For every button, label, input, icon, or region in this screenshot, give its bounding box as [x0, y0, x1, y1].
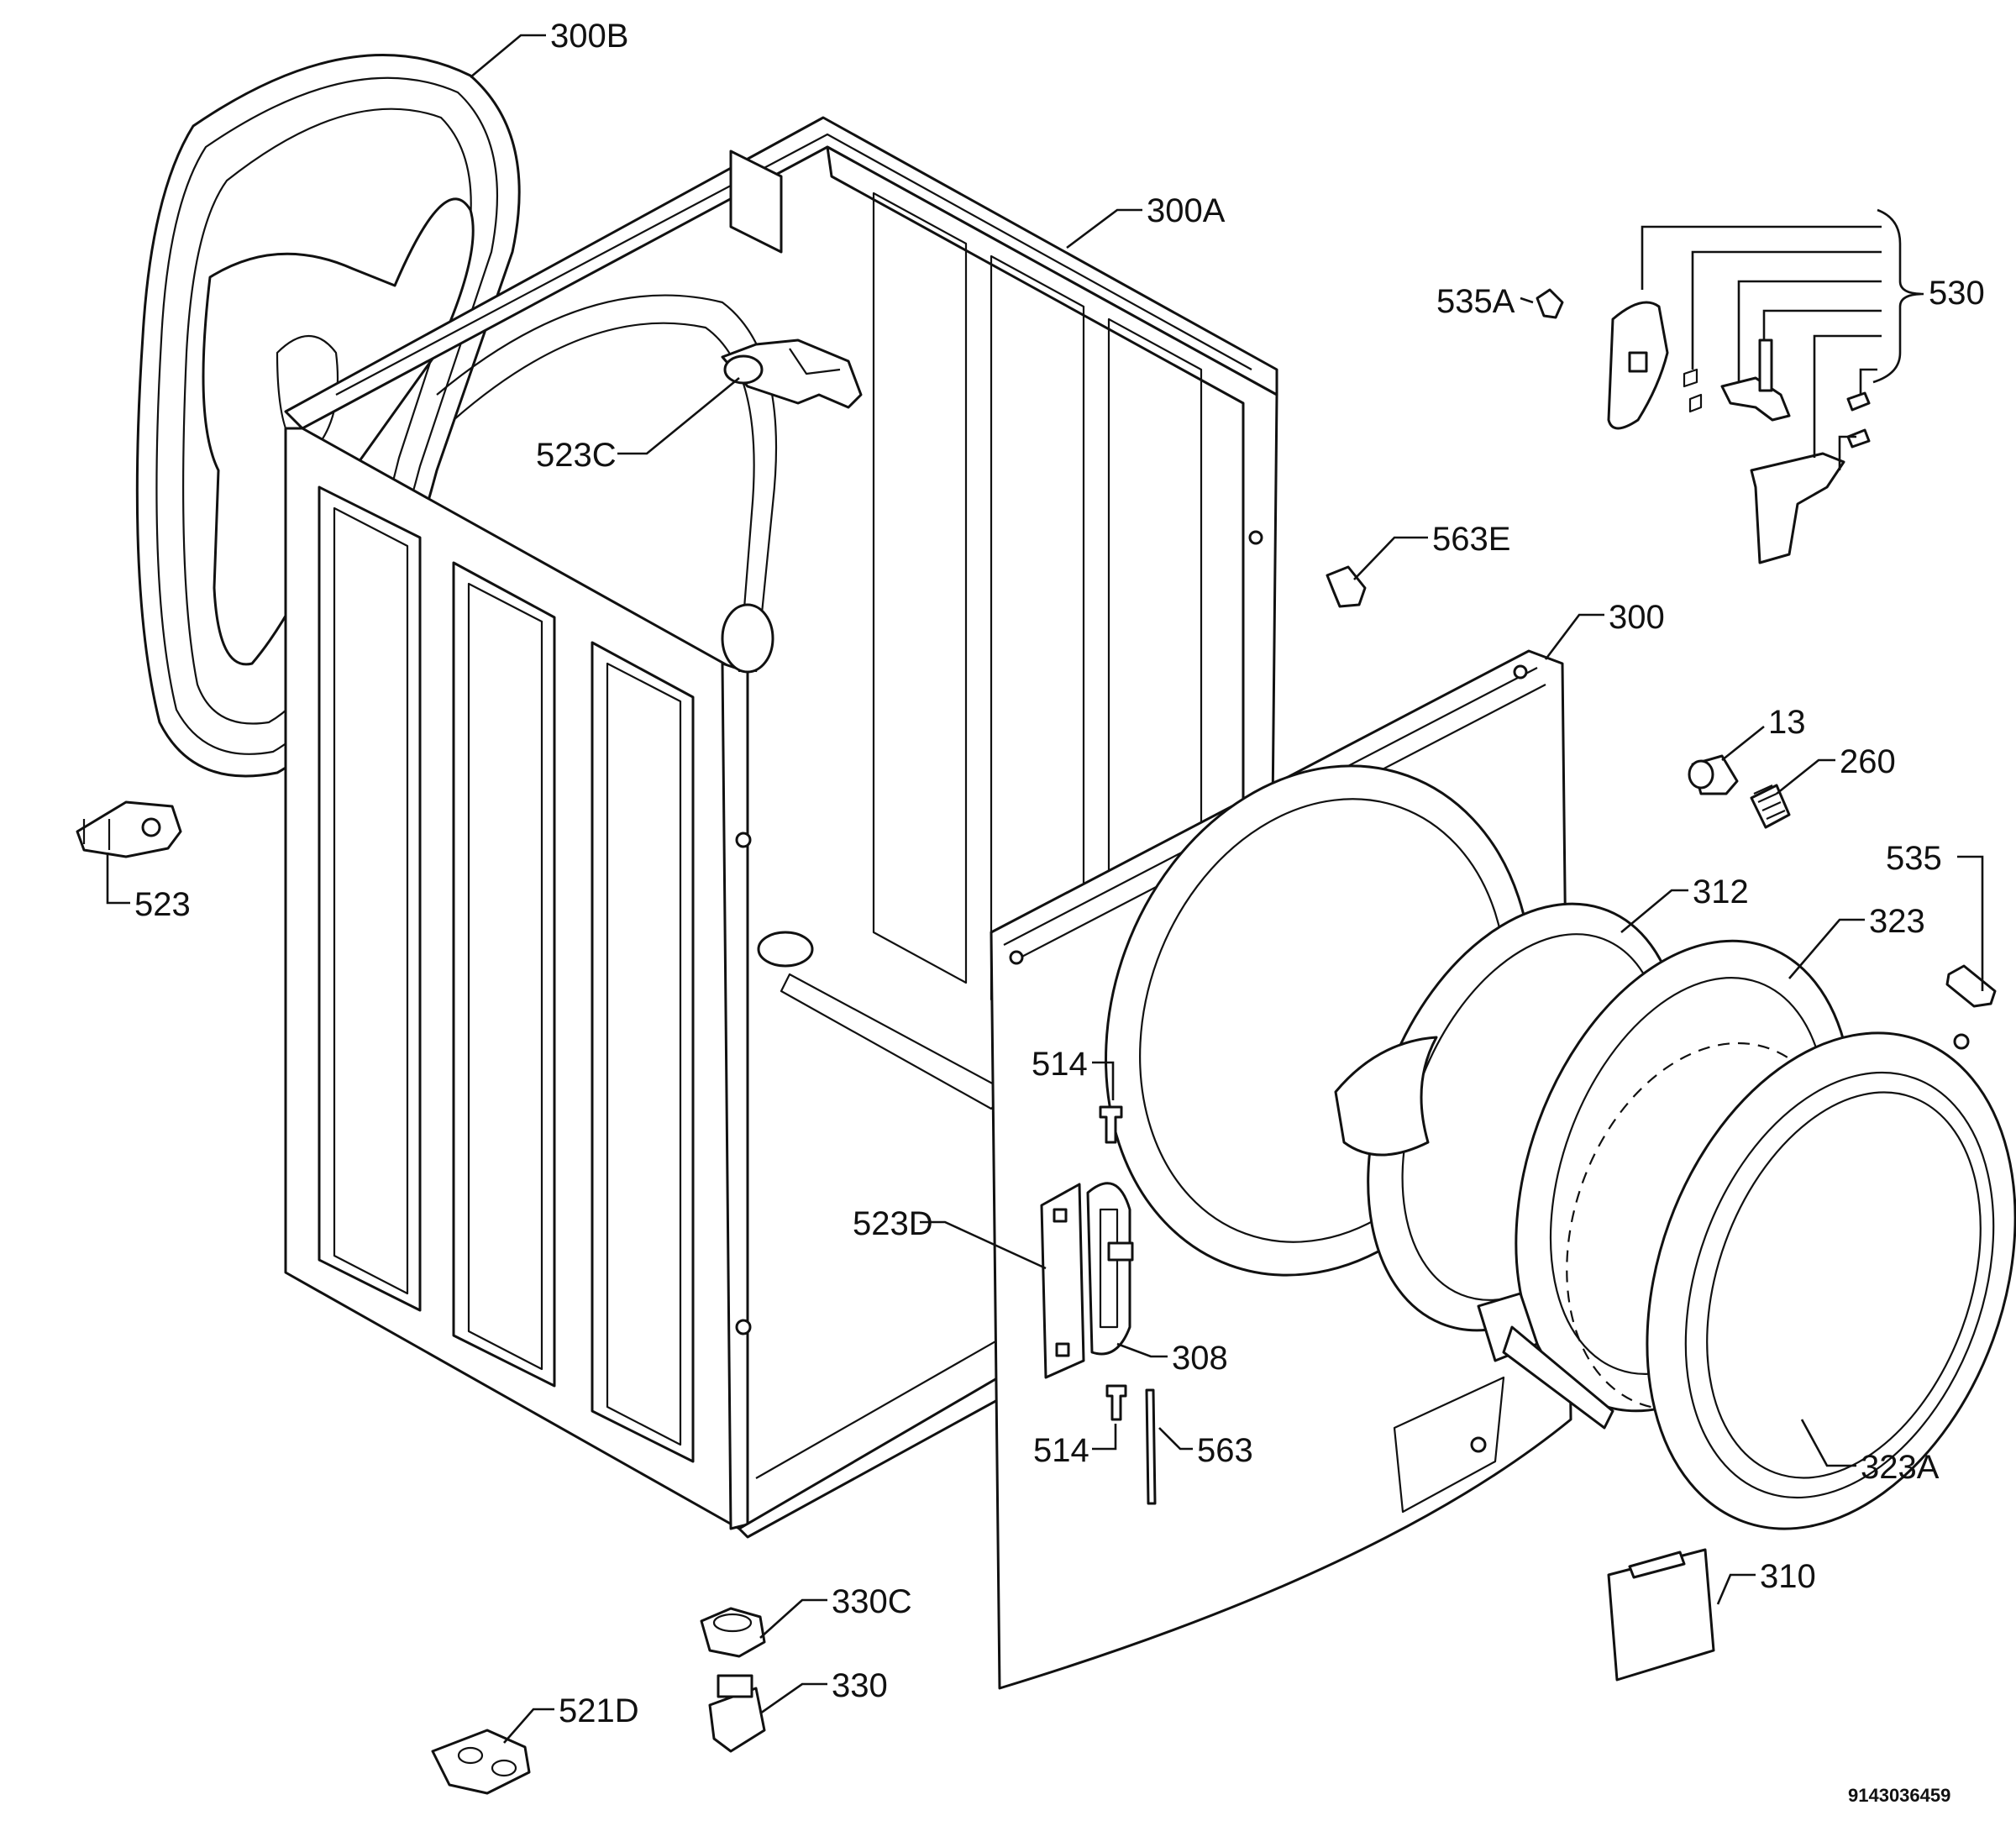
part-521D-foot-pad: [431, 1729, 531, 1795]
part-300-front-panel: [990, 649, 1572, 1690]
label-530: 530: [1929, 275, 1985, 312]
label-563: 563: [1197, 1432, 1253, 1469]
part-514-top-pin: [1099, 1105, 1123, 1144]
label-330: 330: [832, 1667, 888, 1704]
part-535-pin: [1945, 964, 1997, 1008]
label-523D: 523D: [853, 1205, 933, 1242]
label-13: 13: [1768, 704, 1806, 741]
label-523: 523: [134, 886, 191, 923]
part-13-bush: [1688, 754, 1739, 795]
part-330C-foot-nut: [700, 1607, 766, 1658]
part-514-bottom-pin: [1105, 1384, 1127, 1421]
leader-lines: [106, 34, 1984, 1744]
label-535A: 535A: [1436, 283, 1515, 320]
part-310-filter-flap: [1607, 1548, 1715, 1682]
label-330C: 330C: [832, 1583, 912, 1620]
part-330-foot: [708, 1674, 766, 1753]
label-563E: 563E: [1432, 521, 1510, 558]
part-308-hinge: [1086, 1182, 1134, 1356]
label-323A: 323A: [1861, 1449, 1940, 1486]
part-323A-door-outer-ring: [1646, 1031, 2016, 1530]
label-260: 260: [1840, 743, 1896, 780]
label-300A: 300A: [1147, 192, 1226, 229]
label-521D: 521D: [559, 1692, 639, 1729]
part-523D-hinge-plate: [1040, 1183, 1085, 1379]
part-523-clip: [76, 800, 182, 858]
label-514-bottom: 514: [1033, 1432, 1089, 1469]
part-535A-pin: [1536, 288, 1564, 319]
label-308: 308: [1172, 1340, 1228, 1377]
part-563-rod: [1145, 1388, 1157, 1505]
part-523C-clip: [721, 338, 863, 409]
part-530-door-lock-assembly: [1607, 208, 1924, 564]
part-labels: 300B 300A 523C 523 535A 530 563E 300 13 …: [134, 18, 1985, 1806]
part-260-spring: [1750, 784, 1791, 829]
label-523C: 523C: [536, 437, 617, 474]
label-514-top: 514: [1032, 1046, 1088, 1083]
label-300B: 300B: [550, 18, 628, 55]
label-535: 535: [1886, 840, 1942, 877]
document-number: 9143036459: [1848, 1785, 1950, 1806]
label-323: 323: [1869, 903, 1925, 940]
label-312: 312: [1693, 874, 1749, 910]
label-310: 310: [1760, 1558, 1816, 1595]
label-300: 300: [1609, 599, 1665, 636]
